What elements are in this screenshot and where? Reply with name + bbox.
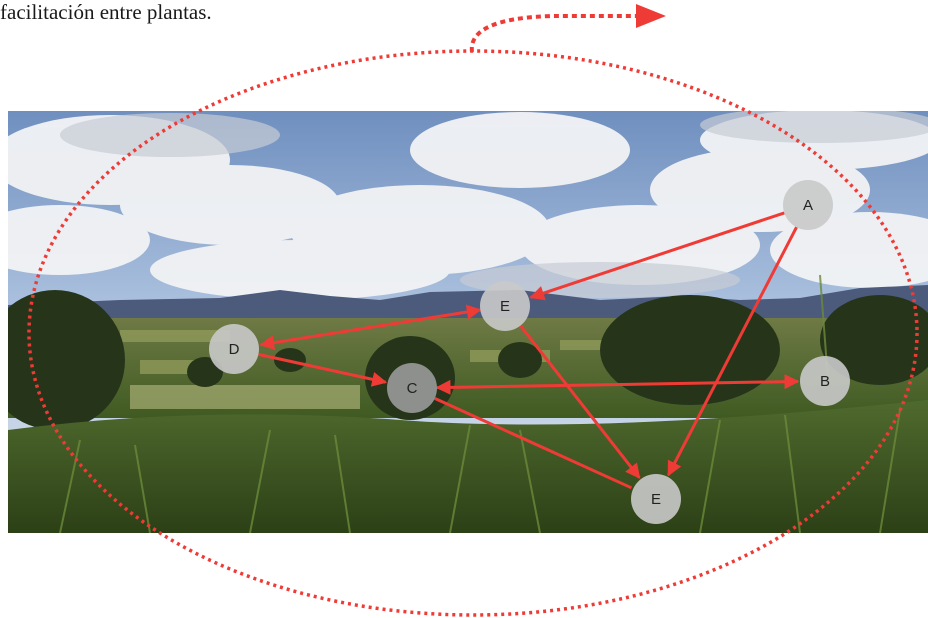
- edge-a-e2: [667, 226, 798, 477]
- node-circle: [631, 474, 681, 524]
- node-label: E: [500, 298, 510, 315]
- node-e1: E: [480, 281, 530, 331]
- node-e2: E: [631, 474, 681, 524]
- node-b: B: [800, 356, 850, 406]
- edge-a-e1: [529, 211, 785, 301]
- landscape-photo: [8, 111, 928, 533]
- node-label: E: [651, 491, 661, 508]
- cycle-arrowhead-icon: [636, 4, 666, 28]
- node-label: B: [820, 373, 830, 390]
- node-circle: [209, 324, 259, 374]
- edge-e1-d: [259, 304, 482, 351]
- edge-d-c: [258, 352, 388, 387]
- node-circle: [480, 281, 530, 331]
- node-c: C: [387, 363, 437, 413]
- edge-c-e2: [434, 396, 633, 490]
- node-a: A: [783, 180, 833, 230]
- node-label: D: [229, 341, 240, 358]
- edge-c-b: [435, 374, 800, 395]
- node-label: A: [803, 197, 813, 214]
- node-circle: [783, 180, 833, 230]
- node-circle: [800, 356, 850, 406]
- figure-caption: facilitación entre plantas.: [0, 0, 212, 24]
- edge-e1-e2: [519, 324, 641, 479]
- edge-layer: [258, 211, 800, 490]
- node-d: D: [209, 324, 259, 374]
- cycle-loop: [27, 4, 919, 617]
- node-label: C: [407, 380, 418, 397]
- node-circle: [387, 363, 437, 413]
- node-layer: A B C D E E: [209, 180, 850, 524]
